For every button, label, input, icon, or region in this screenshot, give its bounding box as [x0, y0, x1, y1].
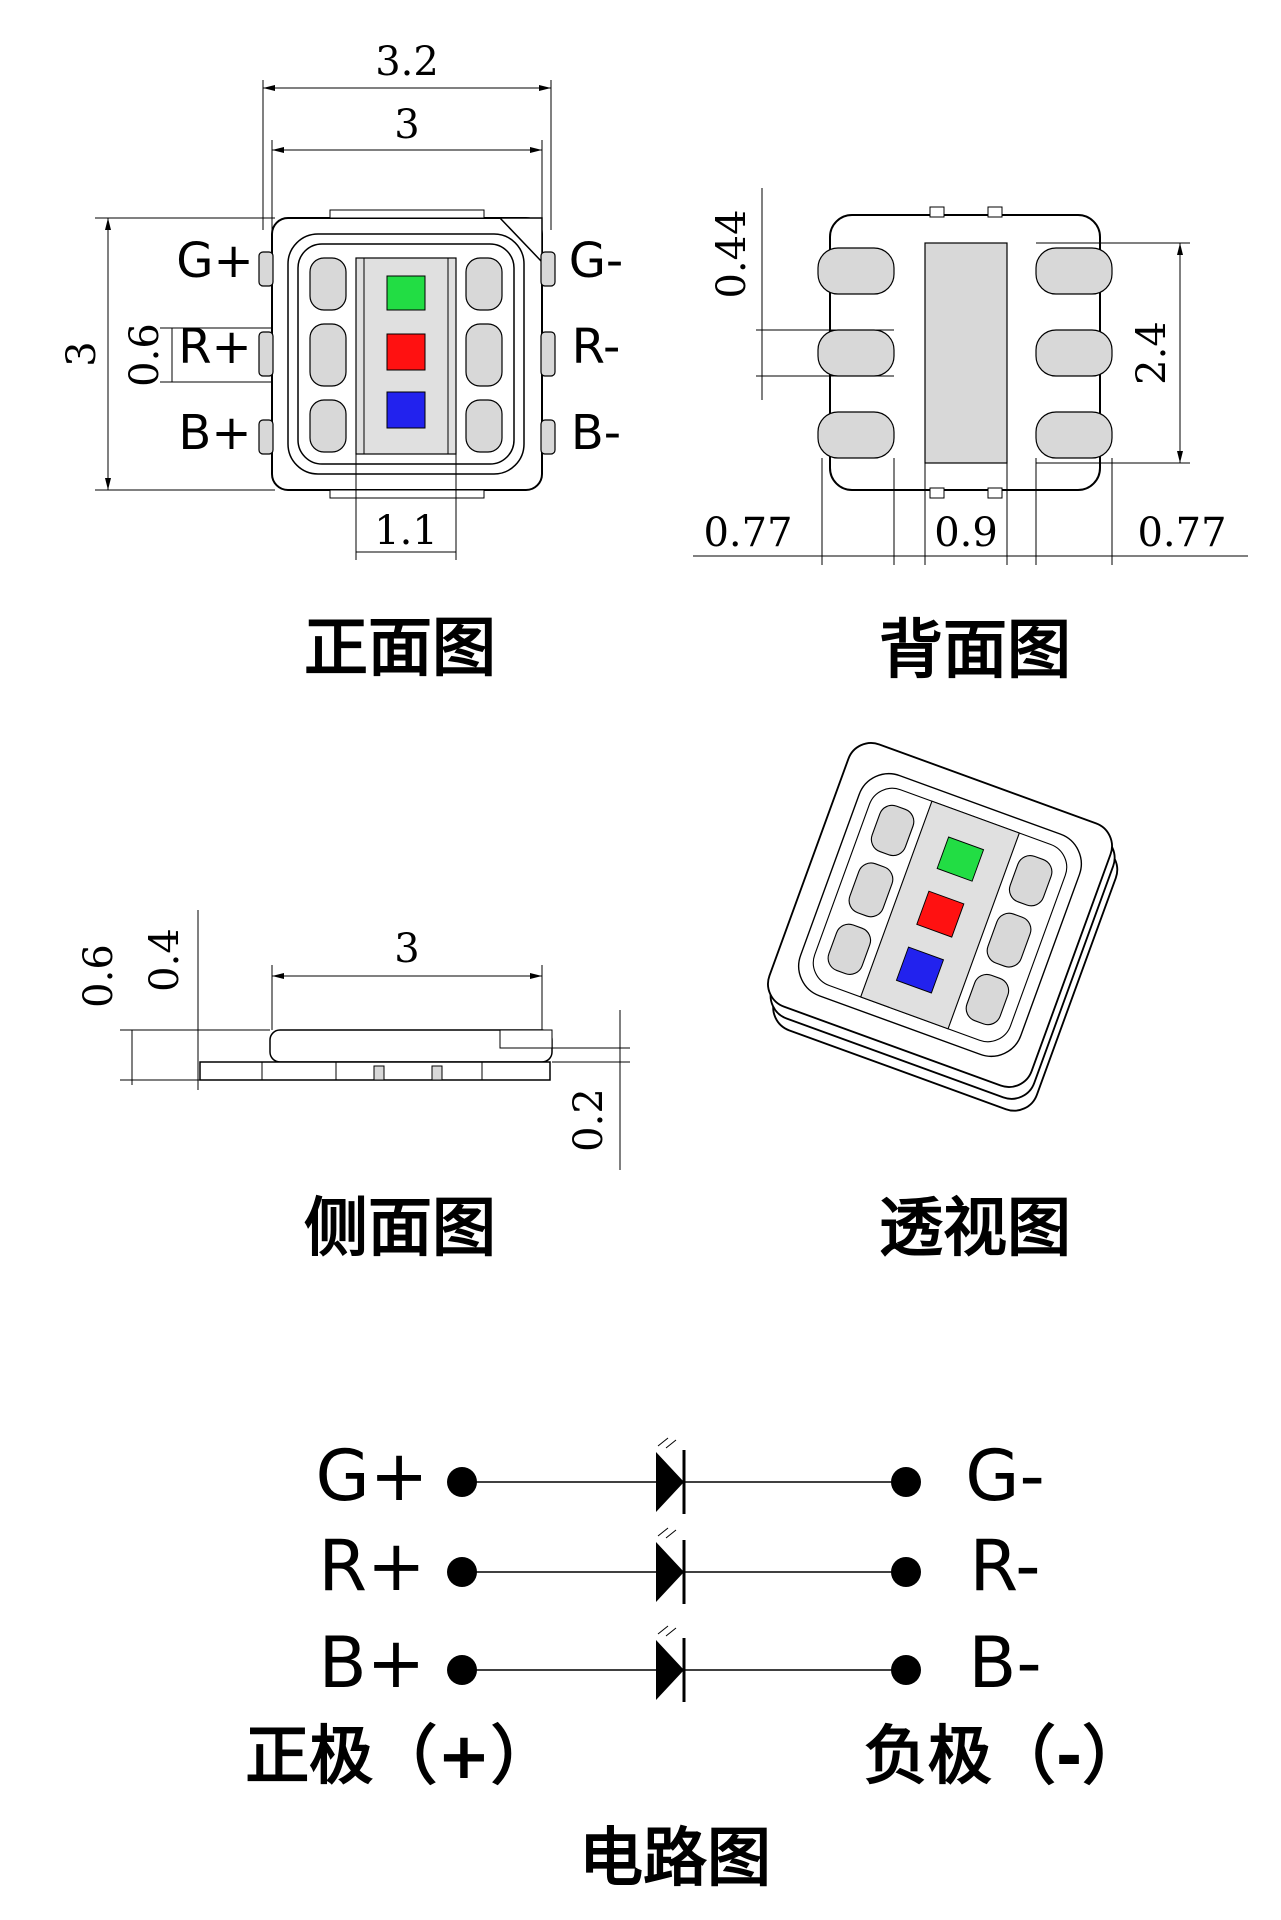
- dim-side-body-height: 0.4: [142, 928, 188, 992]
- front-cavity-outline: [287, 233, 525, 475]
- perspective-blue-chip: [895, 946, 945, 994]
- back-pads: [817, 242, 1113, 464]
- side-view-caption: 侧面图: [304, 1192, 496, 1266]
- dim-front-pad-pitch: 0.6: [122, 323, 168, 387]
- dim-back-pad-height: 0.44: [709, 209, 755, 298]
- perspective-view: 透视图: [767, 742, 1119, 1266]
- dim-back-left-margin: 0.77: [703, 510, 792, 556]
- circuit-left-pin-g: G+: [316, 1435, 429, 1517]
- dim-front-height: 3: [59, 341, 105, 366]
- back-view-caption: 背面图: [879, 614, 1071, 688]
- front-green-chip: [386, 275, 426, 311]
- dim-back-center-width: 0.9: [934, 510, 998, 556]
- circuit-row-blue: B+ B-: [319, 1622, 1042, 1704]
- circuit-negative-label: 负极（-）: [864, 1720, 1147, 1794]
- dim-side-width: 3: [394, 926, 419, 972]
- front-pin-b-plus: B+: [178, 405, 251, 461]
- circuit-diagram: G+ G- R+ R- B+: [245, 1435, 1146, 1896]
- dim-side-total-height: 0.6: [76, 944, 122, 1008]
- front-side-pads: [258, 251, 556, 455]
- dim-back-right-margin: 0.77: [1137, 510, 1226, 556]
- dim-back-height: 2.4: [1129, 321, 1175, 385]
- circuit-right-pin-g: G-: [965, 1435, 1045, 1517]
- circuit-left-pin-b: B+: [319, 1622, 426, 1704]
- dim-front-window-width: 1.1: [374, 508, 438, 554]
- circuit-right-pin-r: R-: [969, 1525, 1040, 1607]
- front-pin-g-plus: G+: [176, 233, 253, 289]
- front-blue-chip: [386, 391, 426, 429]
- front-pin-g-minus: G-: [569, 233, 624, 289]
- circuit-caption: 电路图: [579, 1822, 771, 1896]
- back-view: 0.44 2.4 0.77 0.9 0.77 背面图: [693, 188, 1248, 688]
- perspective-view-caption: 透视图: [879, 1192, 1071, 1266]
- front-pin-b-minus: B-: [571, 405, 621, 461]
- perspective-red-chip: [916, 890, 965, 938]
- circuit-positive-label: 正极（+）: [245, 1720, 555, 1794]
- front-red-chip: [386, 333, 426, 371]
- side-view: 3 0.6 0.4 0.2 侧面图: [76, 910, 630, 1266]
- front-view: 3.2 3 3 0.6: [59, 39, 623, 686]
- front-view-caption: 正面图: [304, 612, 496, 686]
- front-pin-r-plus: R+: [178, 319, 252, 375]
- circuit-row-green: G+ G-: [316, 1435, 1045, 1517]
- circuit-left-pin-r: R+: [318, 1525, 425, 1607]
- front-corner-notch: [498, 217, 543, 264]
- circuit-right-pin-b: B-: [968, 1622, 1041, 1704]
- perspective-green-chip: [936, 836, 985, 882]
- front-pin-r-minus: R-: [572, 319, 621, 375]
- dim-side-base-height: 0.2: [566, 1088, 612, 1152]
- dim-front-width-inner: 3: [394, 102, 419, 148]
- circuit-row-red: R+ R-: [318, 1525, 1040, 1607]
- dim-front-width-outer: 3.2: [375, 39, 439, 85]
